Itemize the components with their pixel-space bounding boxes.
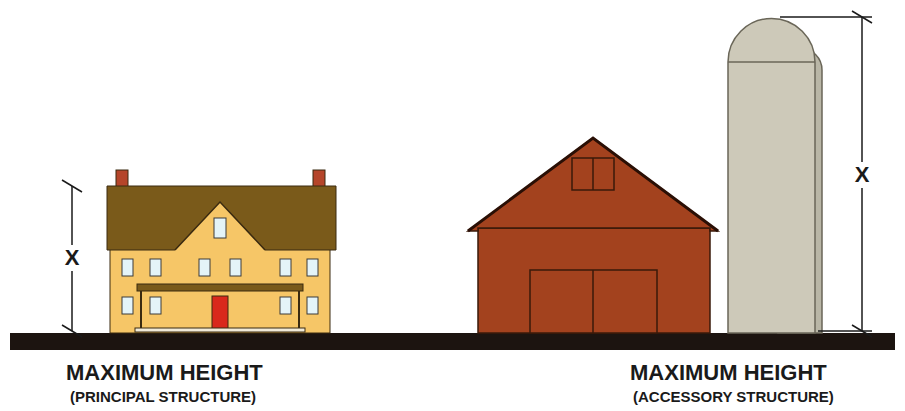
ground-bar (10, 333, 895, 350)
chimney (313, 170, 325, 187)
barn-roof (468, 138, 718, 231)
barn (468, 138, 718, 333)
loft-door (572, 158, 614, 190)
porch-floor (135, 328, 305, 332)
caption-heading: MAXIMUM HEIGHT (630, 362, 827, 384)
silo (728, 19, 822, 334)
dimension-line (62, 180, 82, 337)
house-gable (175, 202, 265, 250)
caption-heading: MAXIMUM HEIGHT (66, 362, 263, 384)
dimension-line (780, 11, 872, 337)
caption-subheading: (PRINCIPAL STRUCTURE) (70, 389, 256, 404)
house-roof (107, 186, 336, 250)
house (107, 170, 336, 333)
chimney (116, 170, 128, 187)
caption-subheading: (ACCESSORY STRUCTURE) (633, 389, 834, 404)
porch-roof (137, 284, 303, 291)
porch-post (298, 291, 300, 329)
dimension-label: X (854, 162, 871, 188)
barn-wall (478, 228, 710, 333)
barn-door (530, 270, 657, 333)
porch-post (140, 291, 142, 329)
front-silo (728, 19, 815, 334)
front-door (212, 296, 228, 330)
dimension-label: X (64, 245, 81, 271)
